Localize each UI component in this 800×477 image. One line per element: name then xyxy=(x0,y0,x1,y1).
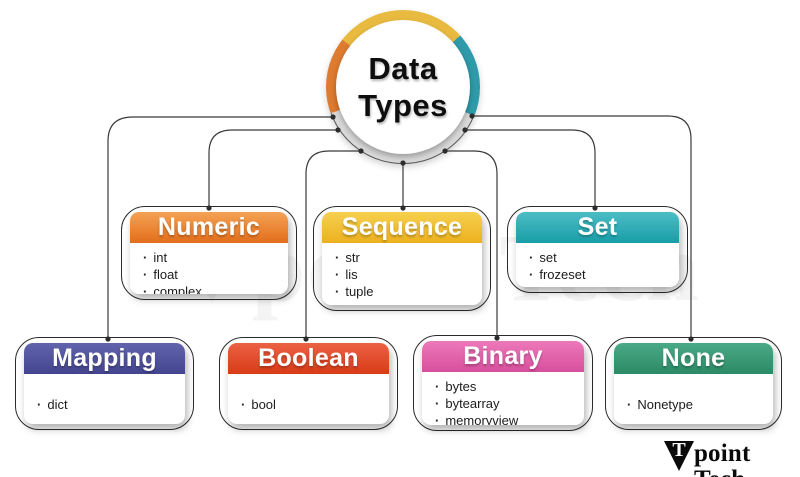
node-none: None Nonetype xyxy=(605,337,782,430)
type-item: float xyxy=(143,266,288,283)
type-item: dict xyxy=(37,396,185,413)
circle-inner: Data Types xyxy=(336,20,470,154)
logo-text: point Tech xyxy=(693,440,751,477)
node-sequence-card: Sequence strlistuplerange xyxy=(322,212,482,305)
node-numeric-items: intfloatcomplex xyxy=(130,243,288,294)
type-item: bytes xyxy=(435,378,584,395)
type-item: memoryview xyxy=(435,412,584,425)
type-item: Nonetype xyxy=(627,396,773,413)
circle-title-line2: Types xyxy=(358,88,448,123)
node-binary-items: bytesbytearraymemoryview xyxy=(422,372,584,425)
type-item: lis xyxy=(335,266,482,283)
node-boolean-card: Boolean bool xyxy=(228,343,389,424)
brand-logo: T point Tech xyxy=(664,439,800,477)
node-none-card: None Nonetype xyxy=(614,343,773,424)
node-boolean-header: Boolean xyxy=(228,343,389,374)
node-mapping: Mapping dict xyxy=(15,337,194,430)
node-mapping-items: dict xyxy=(24,374,185,424)
node-boolean-items: bool xyxy=(228,374,389,424)
node-set-header: Set xyxy=(516,212,679,243)
connector-set xyxy=(465,129,596,208)
type-item: set xyxy=(529,249,679,266)
node-sequence-header: Sequence xyxy=(322,212,482,243)
type-item: tuple xyxy=(335,283,482,300)
circle-title-line1: Data xyxy=(368,51,438,86)
type-item: int xyxy=(143,249,288,266)
logo-triangle-icon: T xyxy=(664,439,694,472)
node-none-items: Nonetype xyxy=(614,374,773,424)
node-numeric-header: Numeric xyxy=(130,212,288,243)
type-item: complex xyxy=(143,283,288,294)
node-set-card: Set setfrozeset xyxy=(516,212,679,287)
node-sequence-items: strlistuplerange xyxy=(322,243,482,305)
logo-t-letter: T xyxy=(672,439,686,461)
logo-triangle-shape xyxy=(664,441,694,471)
node-numeric-card: Numeric intfloatcomplex xyxy=(130,212,288,294)
node-set-items: setfrozeset xyxy=(516,243,679,287)
type-item: str xyxy=(335,249,482,266)
node-boolean: Boolean bool xyxy=(219,337,398,430)
node-binary: Binary bytesbytearraymemoryview xyxy=(413,335,593,431)
node-set: Set setfrozeset xyxy=(507,206,688,293)
node-none-header: None xyxy=(614,343,773,374)
node-mapping-card: Mapping dict xyxy=(24,343,185,424)
connector-numeric xyxy=(208,129,338,208)
node-sequence: Sequence strlistuplerange xyxy=(313,206,491,311)
type-item: frozeset xyxy=(529,266,679,283)
data-types-circle: Data Types xyxy=(326,10,480,164)
type-item: bytearray xyxy=(435,395,584,412)
type-item: bool xyxy=(241,396,389,413)
node-binary-header: Binary xyxy=(422,341,584,372)
type-item: range xyxy=(335,300,482,305)
node-numeric: Numeric intfloatcomplex xyxy=(121,206,297,300)
node-binary-card: Binary bytesbytearraymemoryview xyxy=(422,341,584,425)
node-mapping-header: Mapping xyxy=(24,343,185,374)
